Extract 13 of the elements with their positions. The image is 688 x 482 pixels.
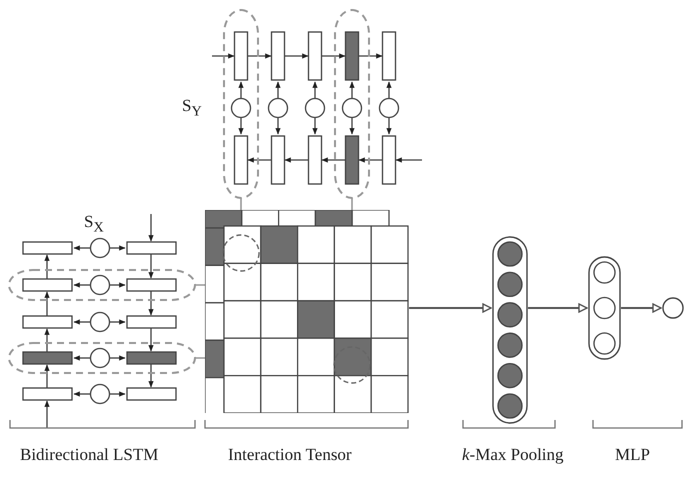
pooling-layer (492, 236, 528, 424)
mlp-layer (588, 256, 621, 360)
sequence-label: S$_{X}$ (84, 212, 104, 238)
stage-label: k-Max Pooling (462, 445, 564, 465)
arrow (528, 303, 588, 313)
arrow (621, 303, 662, 313)
output-node (662, 297, 684, 319)
tensor-grid (205, 210, 409, 413)
stage-label: Interaction Tensor (228, 445, 352, 465)
sequence-label: S$_{Y}$ (182, 96, 202, 122)
stage-label: MLP (615, 445, 650, 465)
stage-label: Bidirectional LSTM (20, 445, 158, 465)
arrow (409, 303, 492, 313)
